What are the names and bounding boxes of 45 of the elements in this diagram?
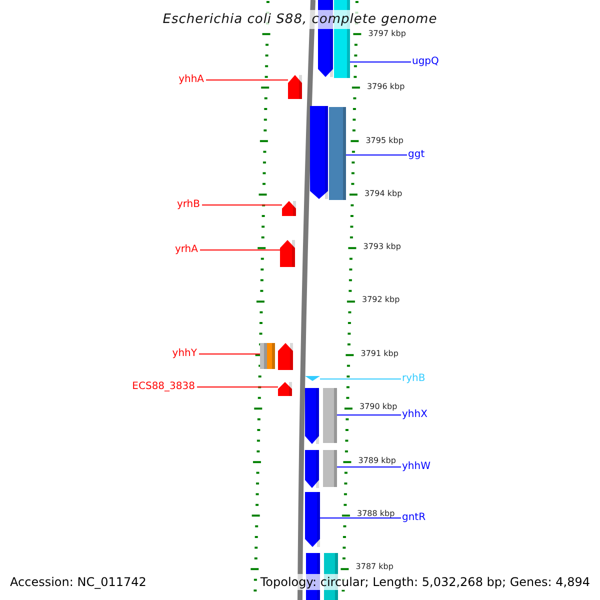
leader-line: [336, 414, 402, 416]
scale-label: 3791 kbp: [360, 349, 398, 359]
feature-bar: [323, 450, 337, 487]
scale-label: 3789 kbp: [358, 456, 396, 466]
gene-block: [278, 382, 292, 396]
scale-label: 3793 kbp: [363, 242, 401, 252]
gene-label: yhhW: [402, 461, 442, 473]
feature-bar: [329, 107, 346, 200]
gene-block: [288, 75, 302, 99]
scale-label: 3794 kbp: [364, 189, 402, 199]
leader-line: [202, 204, 282, 206]
gene-label: ggt: [408, 149, 448, 161]
scale-label: 3788 kbp: [357, 509, 395, 519]
accession-text: Accession: NC_011742: [8, 574, 148, 590]
feature-bar: [260, 343, 267, 369]
gene-label: ryhB: [402, 373, 442, 385]
feature-bar: [323, 388, 337, 443]
leader-line: [320, 378, 402, 380]
gene-label: yhhA: [160, 74, 204, 86]
scale-label: 3796 kbp: [366, 82, 405, 92]
scale-label: 3797 kbp: [368, 29, 406, 39]
gene-block: [305, 450, 319, 488]
feature-bar: [267, 343, 275, 369]
gene-label: gntR: [402, 512, 442, 524]
gene-block: [305, 388, 319, 444]
gene-label: yrhB: [160, 199, 200, 211]
scale-label: 3790 kbp: [360, 402, 398, 412]
leader-line: [336, 466, 402, 468]
gene-block: [305, 492, 320, 547]
leader-line: [196, 386, 278, 388]
gene-label: yhhY: [160, 348, 197, 360]
scale-label: 3787 kbp: [356, 562, 394, 572]
gene-block: [282, 201, 296, 216]
gene-block: [280, 240, 295, 267]
leader-line: [346, 154, 408, 156]
genome-info-text: Topology: circular; Length: 5,032,268 bp; Genes: 4,894: [258, 574, 592, 590]
gene-label: ugpQ: [412, 56, 452, 68]
triangle-marker: [305, 376, 320, 381]
gene-label: yhhX: [402, 409, 442, 421]
gene-label: yrhA: [160, 244, 198, 256]
scale-label: 3792 kbp: [362, 295, 400, 305]
gene-label: ECS88_3838: [120, 381, 195, 393]
scale-label: 3795 kbp: [366, 136, 404, 146]
gene-block: [278, 343, 293, 370]
gene-block: [310, 106, 328, 199]
